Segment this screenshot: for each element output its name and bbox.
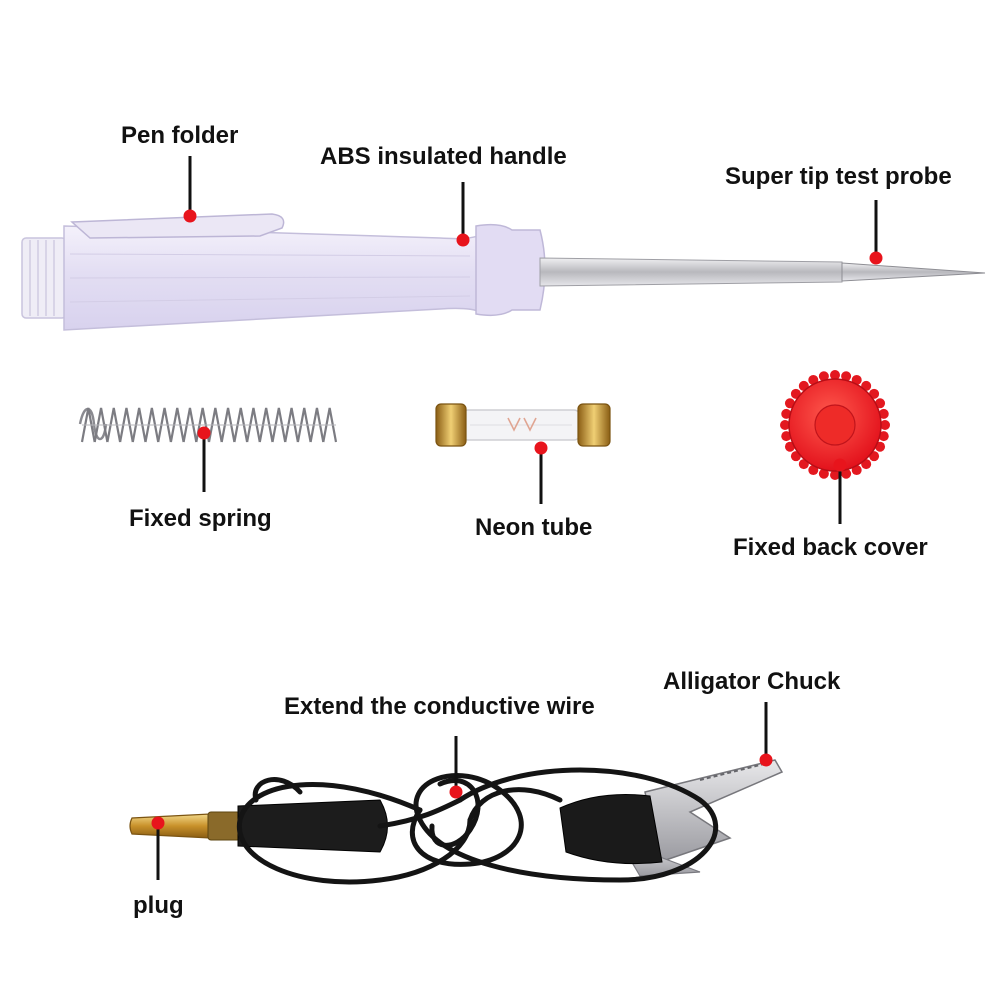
neon-tube-cap-left (435, 403, 467, 447)
knurl-tooth (781, 408, 792, 419)
callout-dot-spring (197, 426, 211, 440)
knurl-tooth (780, 420, 790, 430)
knurl-tooth (830, 370, 840, 380)
label-neon-tube: Neon tube (475, 514, 593, 541)
label-fixed-back-cover: Fixed back cover (733, 534, 928, 561)
back-cover-knurl (780, 370, 890, 480)
callout-dot-pen-folder (183, 209, 197, 223)
pen-rod (539, 257, 843, 287)
label-pen-folder: Pen folder (121, 122, 239, 149)
callout-dot-wire (449, 785, 463, 799)
callout-dot-alligator (759, 753, 773, 767)
spring-coil (157, 407, 172, 443)
callout-dot-neon (534, 441, 548, 455)
knurl-tooth (781, 431, 792, 442)
callout-dots (151, 209, 883, 830)
knurl-tooth (818, 468, 829, 479)
spring-coil (220, 407, 236, 443)
probe-tip (841, 262, 986, 282)
spring-coil (296, 407, 312, 443)
label-abs-insulated-handle: ABS insulated handle (320, 143, 567, 170)
callout-dot-back-cover (833, 458, 847, 472)
spring-coil (169, 407, 185, 443)
wire-assembly (129, 759, 784, 885)
knurl-tooth (880, 420, 890, 430)
spring-coils (80, 407, 338, 443)
fixed-spring (78, 407, 108, 441)
spring-coil (246, 407, 261, 443)
neon-tube-cap-right (577, 403, 611, 447)
label-fixed-spring: Fixed spring (129, 505, 272, 532)
label-super-tip-test-probe: Super tip test probe (725, 163, 952, 190)
pen-thread (21, 237, 67, 319)
spring-coil (258, 407, 274, 443)
knurl-tooth (841, 468, 852, 479)
knurl-tooth (830, 470, 840, 480)
knurl-tooth (878, 431, 889, 442)
spring-coil (80, 407, 96, 443)
callout-dot-plug (151, 816, 165, 830)
label-extend-conductive-wire: Extend the conductive wire (284, 693, 595, 720)
spring-coil (182, 407, 198, 443)
spring-coil (271, 407, 287, 443)
pen-grip (475, 223, 546, 317)
spring-coil (144, 407, 160, 443)
back-cover-part (780, 370, 890, 480)
knurl-tooth (841, 371, 852, 382)
spring-coil (119, 407, 134, 443)
spring-coil (106, 407, 122, 443)
callout-dot-super-tip (869, 251, 883, 265)
knurl-tooth (818, 371, 829, 382)
callouts (156, 156, 878, 880)
spring-coil (322, 407, 338, 443)
test-pen (21, 213, 986, 331)
callout-dot-abs-handle (456, 233, 470, 247)
spring-coil (131, 407, 147, 443)
brass-plug (129, 813, 211, 839)
label-plug: plug (133, 892, 184, 919)
spring-coil (233, 407, 249, 443)
neon-tube-part (435, 403, 611, 447)
spring-coil (93, 407, 109, 443)
label-alligator-chuck: Alligator Chuck (663, 668, 841, 695)
pen-clip (70, 213, 285, 239)
knurl-tooth (878, 408, 889, 419)
spring-coil (207, 407, 223, 443)
spring-coil (309, 407, 325, 443)
spring-coil (284, 407, 299, 443)
